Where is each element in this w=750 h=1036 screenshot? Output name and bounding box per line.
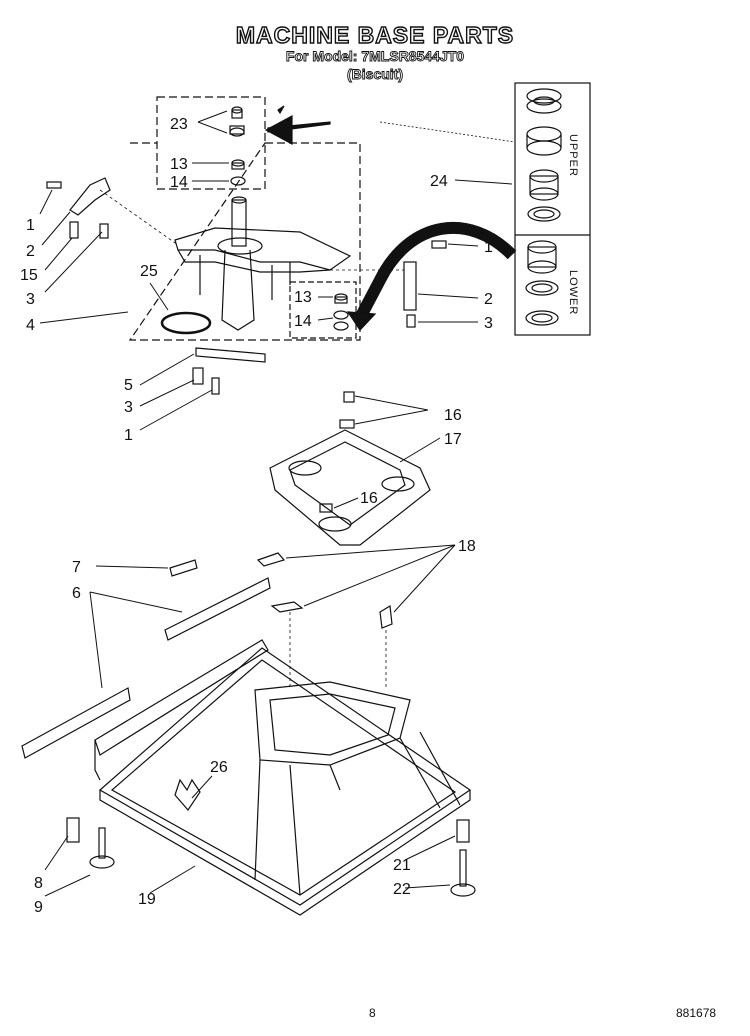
upper-ring-1 <box>526 88 562 114</box>
assembly-box <box>128 142 361 341</box>
callout-labels: 23 13 14 24 1 2 15 3 25 4 13 14 1 2 3 5 … <box>20 116 579 916</box>
callout-9: 9 <box>34 899 43 916</box>
page-number: 8 <box>369 1006 376 1020</box>
gearcase-assembly <box>174 196 352 331</box>
callout-4: 4 <box>26 317 35 334</box>
upper-label: UPPER <box>567 134 579 177</box>
color-note: (Biscuit) <box>347 66 404 83</box>
lower-gear <box>527 240 557 274</box>
small-marker <box>277 105 285 115</box>
diagram-title: MACHINE BASE PARTS <box>235 21 515 48</box>
callout-23: 23 <box>170 116 188 133</box>
part-5-bracket <box>195 347 266 363</box>
part-23 <box>229 106 245 137</box>
bearing-kit-panel <box>514 82 591 336</box>
part-18-clip-c <box>379 605 393 629</box>
part-21-22-foot <box>450 819 476 897</box>
part-19-base-frame <box>94 639 472 916</box>
part-13-right <box>334 293 348 304</box>
callout-18: 18 <box>458 538 476 555</box>
tripod-support <box>254 681 461 896</box>
callout-19: 19 <box>138 891 156 908</box>
part-6-rail-upper <box>164 577 271 641</box>
part-1-bolt <box>211 377 220 395</box>
callout-21: 21 <box>393 857 411 874</box>
callout-22: 22 <box>393 881 411 898</box>
callout-17: 17 <box>444 431 462 448</box>
left-bracket <box>46 177 179 246</box>
callout-26: 26 <box>210 759 228 776</box>
callout-3: 3 <box>26 291 35 308</box>
part-17-top-frame <box>269 429 431 546</box>
part-25-seal <box>160 311 212 335</box>
callout-7: 7 <box>72 559 81 576</box>
part-7-spring <box>169 559 198 577</box>
callout-16: 16 <box>444 407 462 424</box>
part-18-clip-a <box>256 552 286 567</box>
callout-15: 15 <box>20 267 38 284</box>
part-6-rail-lower <box>21 687 131 759</box>
right-bracket <box>330 240 447 328</box>
model-number: For Model: 7MLSR8544JT0 <box>285 48 465 65</box>
upper-gear <box>529 169 559 201</box>
lower-label: LOWER <box>567 270 579 315</box>
callout-2: 2 <box>26 243 35 260</box>
part-14-right <box>333 310 349 331</box>
callout-8: 8 <box>34 875 43 892</box>
callout-6: 6 <box>72 585 81 602</box>
curved-arrow <box>354 221 517 321</box>
part-14-top <box>230 176 246 186</box>
callout-14: 14 <box>170 174 188 191</box>
leader-to-kit <box>379 121 516 143</box>
callout-24: 24 <box>430 173 448 190</box>
callout-25: 25 <box>140 263 158 280</box>
callout-16-lower: 16 <box>360 490 378 507</box>
upper-ring-2 <box>526 126 562 156</box>
inset-box-right <box>289 281 357 339</box>
callout-14-right: 14 <box>294 313 312 330</box>
callout-3-lower: 3 <box>124 399 133 416</box>
part-8-9-foot <box>66 817 115 869</box>
callout-3-right: 3 <box>484 315 493 332</box>
lower-ring-2 <box>525 310 559 326</box>
callout-13-right: 13 <box>294 289 312 306</box>
callout-1: 1 <box>26 217 35 234</box>
document-number: 881678 <box>676 1006 717 1020</box>
part-3-spring <box>192 367 204 385</box>
part-16-clips <box>319 391 355 513</box>
part-26-hanger <box>174 778 201 811</box>
callout-1-lower: 1 <box>124 427 133 444</box>
callout-13: 13 <box>170 156 188 173</box>
callout-1-right: 1 <box>484 239 493 256</box>
upper-ring-3 <box>527 206 561 222</box>
lower-ring-1 <box>525 280 559 296</box>
part-13-top <box>231 159 245 170</box>
callout-5: 5 <box>124 377 133 394</box>
part-18-clip-b <box>270 601 304 613</box>
callout-2-right: 2 <box>484 291 493 308</box>
